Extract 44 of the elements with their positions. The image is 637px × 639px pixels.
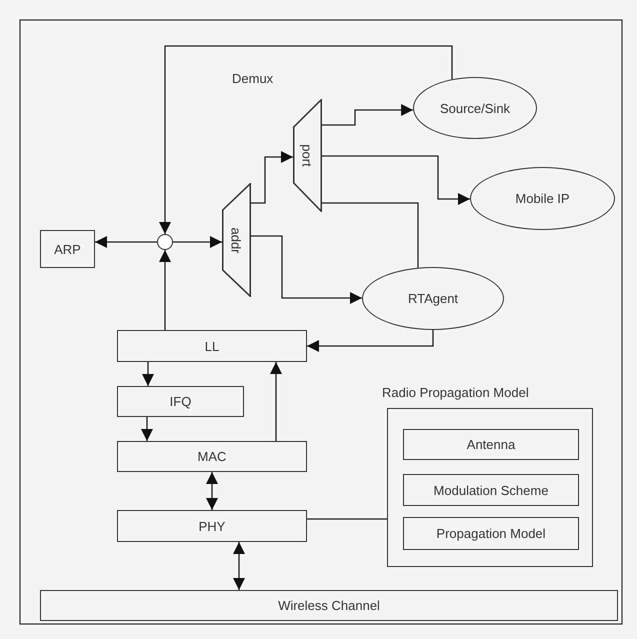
arrow (141, 417, 153, 441)
node-label: MAC (198, 449, 226, 464)
connector-line (322, 202, 419, 268)
arrow (307, 330, 434, 352)
node-label: port (300, 144, 315, 167)
arrow (270, 362, 282, 441)
process-box (40, 590, 618, 621)
process-box (403, 474, 579, 506)
node-label: ARP (54, 242, 81, 256)
arrow (159, 250, 171, 330)
arrow (159, 45, 453, 234)
group-label: Demux (232, 71, 274, 86)
process-box (403, 517, 579, 550)
node-label: Antenna (466, 437, 516, 452)
node-label: IFQ (170, 394, 192, 409)
arrow (95, 236, 157, 248)
process-box (117, 510, 307, 542)
arrow (142, 362, 154, 386)
process-box (40, 230, 95, 268)
connector-line (307, 518, 387, 520)
arrow (322, 155, 470, 205)
process-box (117, 441, 307, 472)
node-label: Mobile IP (515, 191, 570, 206)
node-label: LL (204, 338, 220, 354)
arrow (251, 235, 362, 304)
demux-trapezoid (222, 183, 251, 297)
process-box (117, 386, 244, 417)
node-label: Modulation Scheme (434, 482, 548, 498)
arrow (206, 472, 218, 510)
demux-trapezoid (293, 99, 322, 212)
node-label: Propagation Model (436, 526, 546, 541)
arrow (233, 542, 245, 590)
process-box (117, 330, 307, 362)
process-box (403, 429, 579, 460)
panel-heading: Radio Propagation Model (382, 385, 529, 400)
node-label: addr (229, 226, 244, 254)
arrow (322, 104, 414, 126)
node-label: Wireless Channel (278, 598, 380, 613)
arrow (173, 236, 222, 248)
junction-circle (157, 234, 173, 250)
node-label: Source/Sink (440, 100, 510, 116)
node-label: RTAgent (408, 291, 458, 306)
arrow (251, 151, 293, 204)
node-label: PHY (198, 518, 226, 534)
